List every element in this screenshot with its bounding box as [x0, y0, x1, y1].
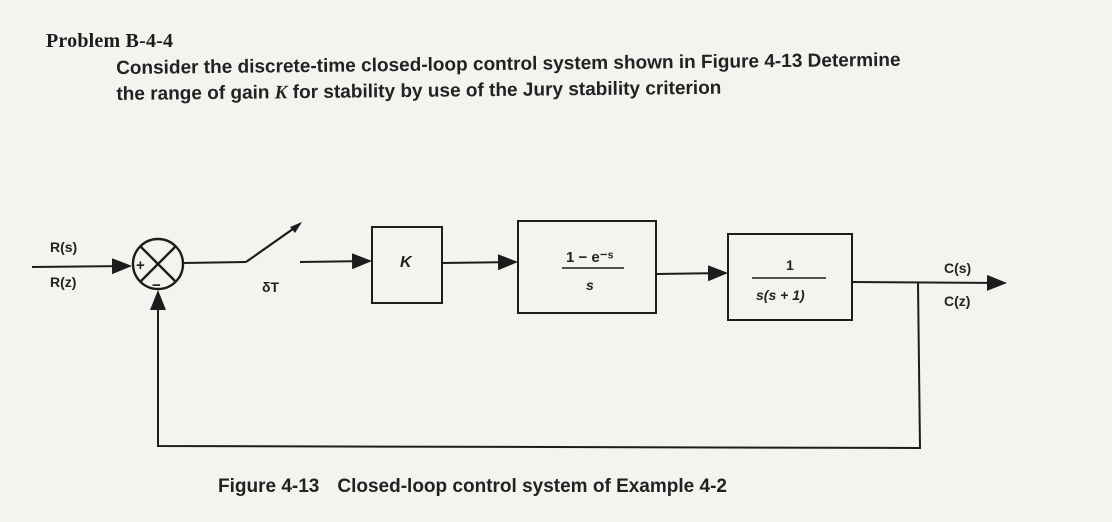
problem-title: Problem B-4-4 [46, 30, 174, 52]
gain-block [371, 226, 443, 304]
output-label-s: C(s) [944, 260, 971, 276]
minus-sign: − [152, 277, 161, 294]
sampler-label: δT [262, 279, 279, 295]
plant-denominator: s(s + 1) [756, 287, 805, 303]
sampler-switch [245, 222, 302, 263]
zoh-block [517, 220, 657, 314]
zoh-denominator: s [586, 277, 594, 293]
output-line [851, 274, 1007, 291]
gain-to-zoh-line [441, 254, 518, 271]
feedback-path [150, 282, 922, 450]
gain-block-label: K [400, 254, 413, 271]
input-line [31, 258, 132, 275]
output-label-z: C(z) [944, 293, 970, 309]
figure-caption-text: Closed-loop control system of Example 4-… [337, 476, 727, 497]
figure-caption: Figure 4-13 Closed-loop control system of… [218, 476, 727, 498]
sampler-to-gain-line [299, 253, 372, 270]
figure-number: Figure 4-13 [218, 476, 320, 497]
summing-junction: + − [131, 237, 185, 294]
plus-sign: + [136, 257, 145, 274]
zoh-to-plant-line [655, 265, 728, 282]
zoh-numerator: 1 − e⁻ˢ [566, 249, 614, 266]
input-label-z: R(z) [50, 274, 76, 290]
input-label-s: R(s) [50, 239, 77, 255]
plant-block [727, 233, 853, 321]
plant-numerator: 1 [786, 257, 794, 273]
sum-to-sampler-line [182, 261, 247, 264]
